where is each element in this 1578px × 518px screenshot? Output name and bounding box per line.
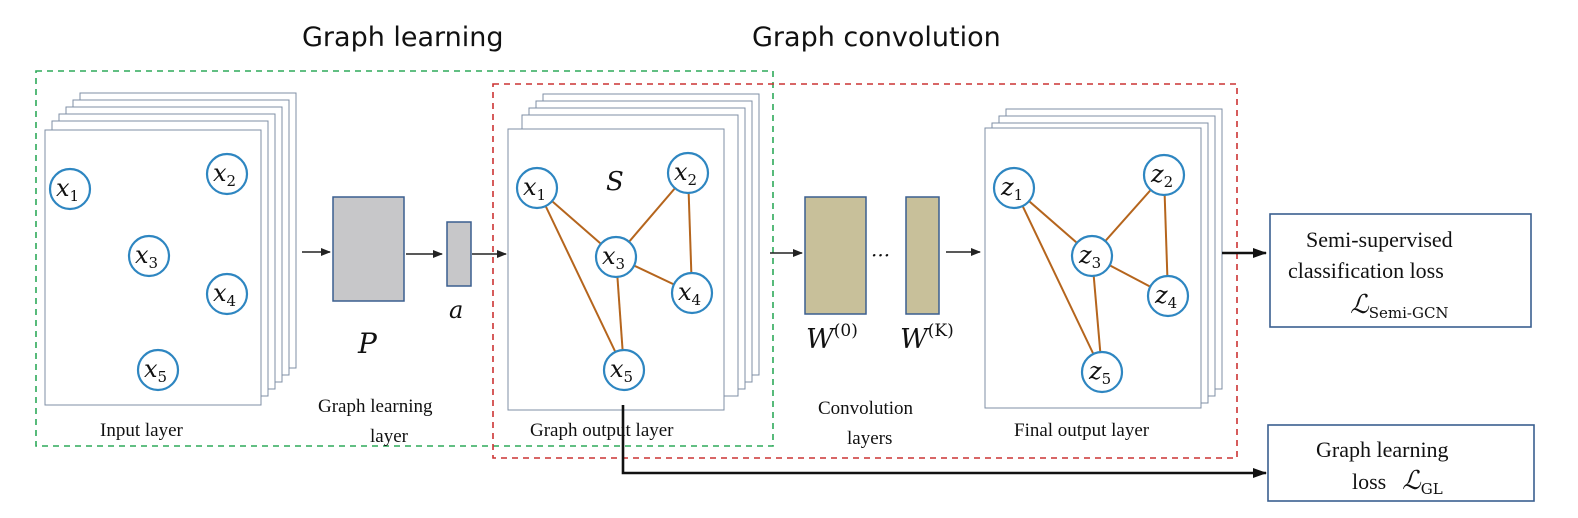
node-label: z5 <box>1088 357 1111 388</box>
node-label: x3 <box>135 241 158 272</box>
convolution-layers-caption-2: layers <box>847 428 892 449</box>
edge <box>1013 187 1103 373</box>
gl-loss-line-1: Graph learning <box>1316 437 1449 462</box>
block-a <box>446 221 472 287</box>
edge <box>536 187 625 371</box>
semi-loss-line-2: classification loss <box>1288 258 1444 283</box>
final-node-z4: z4 <box>1146 274 1190 318</box>
node-circle <box>205 272 249 316</box>
node-label: x5 <box>610 355 633 386</box>
graph-output-layer-caption: Graph output layer <box>530 420 674 441</box>
final-node-z2: z2 <box>1142 153 1186 197</box>
convolution-block-W0 <box>804 196 867 315</box>
node-label: x1 <box>56 174 79 205</box>
graph-node-x1: x1 <box>515 166 559 210</box>
final-output-layer-caption: Final output layer <box>1014 420 1150 441</box>
graph-node-x3: x3 <box>594 235 638 279</box>
symbol-a: a <box>449 296 463 324</box>
graph-convolution-title: Graph convolution <box>752 22 1001 53</box>
node-label: x3 <box>602 242 625 273</box>
graph-learning-title: Graph learning <box>302 22 504 53</box>
node-circle <box>666 151 710 195</box>
symbol-WK: W(K) <box>900 321 954 355</box>
final-node-z3: z3 <box>1070 234 1114 278</box>
symbol-W0: W(0) <box>806 321 858 355</box>
input-node-x1: x1 <box>48 167 92 211</box>
graph-learning-block-P <box>332 196 405 302</box>
graph-learning-layer-caption-1: Graph learning <box>318 396 433 417</box>
final-node-z5: z5 <box>1080 350 1124 394</box>
node-circle <box>1080 350 1124 394</box>
node-label: z1 <box>1000 173 1023 204</box>
node-circle <box>127 234 171 278</box>
graph-learning-layer-caption-2: layer <box>370 426 409 447</box>
input-layer-caption: Input layer <box>100 420 184 441</box>
node-label: x2 <box>674 158 697 189</box>
node-label: x4 <box>213 279 236 310</box>
graph-learning-loss-box <box>1267 424 1535 502</box>
node-label: x5 <box>144 355 167 386</box>
node-label: x2 <box>213 159 236 190</box>
node-circle <box>1146 274 1190 318</box>
node-label: x4 <box>678 278 701 309</box>
node-circle <box>594 235 638 279</box>
semi-loss-symbol: ℒSemi-GCN <box>1350 290 1449 322</box>
node-circle <box>205 152 249 196</box>
node-circle <box>515 166 559 210</box>
input-node-x3: x3 <box>127 234 171 278</box>
convolution-ellipsis: ··· <box>871 243 890 267</box>
arrow-graph-to-gl-loss <box>621 405 1267 478</box>
graph-learning-frame <box>35 70 774 447</box>
input-node-x5: x5 <box>136 348 180 392</box>
gl-loss-line-2: loss <box>1352 469 1386 494</box>
gl-loss-symbol: ℒGL <box>1402 466 1443 498</box>
semi-supervised-loss-box <box>1269 213 1532 328</box>
node-label: x1 <box>523 173 546 204</box>
node-circle <box>602 348 646 392</box>
node-circle <box>1070 234 1114 278</box>
graph-node-x5: x5 <box>602 348 646 392</box>
graph-node-x4: x4 <box>670 271 714 315</box>
node-label: z3 <box>1078 241 1101 272</box>
convolution-layers-caption-1: Convolution <box>818 398 914 419</box>
final-node-z1: z1 <box>992 166 1036 210</box>
symbol-P: P <box>357 327 378 360</box>
input-layer-stack: x1 x2 x3 x4 x5 <box>44 92 297 406</box>
symbol-S: S <box>606 167 624 197</box>
node-label: z4 <box>1154 281 1177 312</box>
semi-loss-line-1: Semi-supervised <box>1306 227 1453 252</box>
input-node-x4: x4 <box>205 272 249 316</box>
graph-convolution-frame <box>492 83 1238 459</box>
node-circle <box>48 167 92 211</box>
node-label: z2 <box>1150 160 1173 191</box>
input-node-x2: x2 <box>205 152 249 196</box>
node-circle <box>670 271 714 315</box>
final-output-layer-stack: z1 z2 z3 z4 z5 <box>984 108 1223 409</box>
node-circle <box>1142 153 1186 197</box>
graph-output-layer-stack: S x1 x2 x3 x4 x5 <box>507 93 760 411</box>
convolution-block-WK <box>905 196 940 315</box>
node-circle <box>992 166 1036 210</box>
node-circle <box>136 348 180 392</box>
graph-node-x2: x2 <box>666 151 710 195</box>
